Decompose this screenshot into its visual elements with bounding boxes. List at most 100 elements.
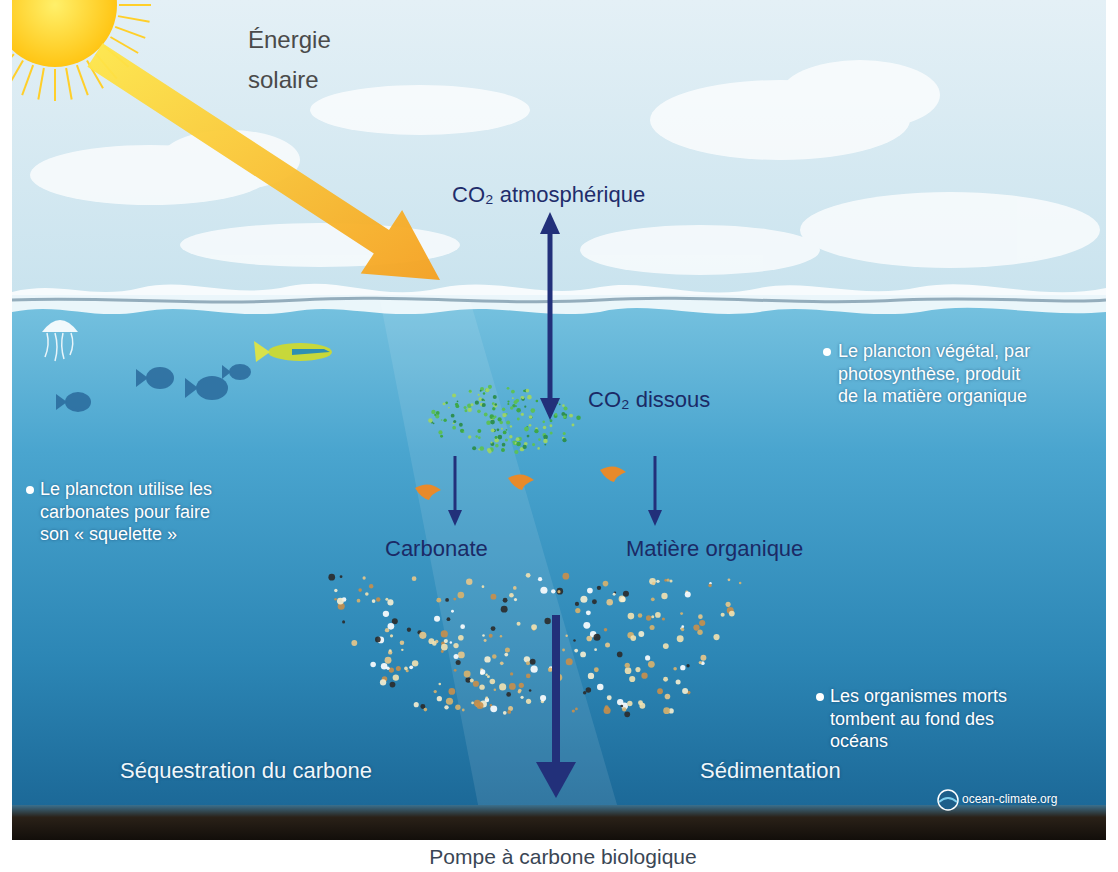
plankton-cell [464, 409, 467, 412]
particle [685, 591, 691, 597]
particle [376, 597, 381, 602]
plankton-cell [475, 435, 477, 437]
particle [617, 699, 623, 705]
particle [385, 657, 392, 664]
particle [700, 655, 706, 661]
plankton-cell [529, 415, 533, 419]
particle [651, 615, 654, 618]
plankton-cell [534, 429, 538, 433]
plankton-cell [488, 385, 492, 389]
jellyfish-tentacles [45, 333, 73, 361]
particle [392, 618, 398, 624]
particle [605, 705, 609, 709]
particle [487, 675, 490, 678]
plankton-cell [563, 415, 566, 418]
particle [412, 660, 418, 666]
particle [484, 639, 487, 642]
particle [597, 586, 601, 590]
phytoplankton [428, 385, 581, 454]
particle [663, 677, 668, 682]
particle [396, 666, 401, 671]
plankton-cell [517, 418, 520, 421]
particle [453, 643, 458, 648]
particle [620, 597, 625, 602]
plankton-cell [507, 403, 509, 405]
sun-ray [12, 54, 14, 79]
particle [557, 590, 560, 593]
particle [387, 599, 393, 605]
sun-ray [12, 60, 23, 88]
particle [586, 610, 591, 615]
particle [499, 683, 506, 690]
particle [652, 582, 655, 585]
particle [509, 593, 514, 598]
particle [573, 639, 576, 642]
plankton-cell [509, 435, 512, 438]
particle [454, 654, 459, 659]
plankton-cell [456, 404, 460, 408]
particle [575, 608, 580, 613]
jellyfish [42, 320, 78, 361]
particle [531, 624, 537, 630]
carbonate-arrow-shaft [454, 456, 457, 514]
particle [489, 634, 493, 638]
particle [388, 623, 395, 630]
plankton-cell [497, 428, 500, 431]
particle [603, 581, 609, 587]
particle [693, 624, 699, 630]
particle [575, 602, 579, 606]
particle [526, 699, 531, 704]
particle [530, 659, 536, 665]
plankton-cell [482, 403, 486, 407]
particle [456, 660, 461, 665]
particle [401, 649, 403, 651]
particle [445, 598, 449, 602]
zooplankton [415, 466, 626, 500]
particle [381, 663, 388, 670]
fish [136, 367, 174, 389]
sun-ray [54, 69, 56, 101]
particle [651, 597, 655, 601]
plankton-cell [512, 441, 514, 443]
particle [471, 702, 474, 705]
arrowhead [448, 510, 462, 526]
plankton-cell [554, 413, 557, 416]
particle [526, 674, 531, 679]
logo-wave [939, 798, 957, 802]
particle [503, 598, 508, 603]
particle [665, 694, 671, 700]
particle [375, 637, 381, 643]
plankton-cell [492, 407, 495, 410]
plankton-cell [484, 413, 488, 417]
particle [562, 573, 569, 580]
plankton-cell [516, 442, 521, 447]
particle [491, 626, 496, 631]
particle [482, 585, 485, 588]
particle [630, 635, 636, 641]
logo [938, 790, 958, 810]
particle [476, 702, 483, 709]
particle [491, 594, 497, 600]
particle [650, 625, 655, 630]
plankton-cell [501, 448, 505, 452]
particle [597, 684, 604, 691]
plankton-cell [464, 406, 467, 409]
particle [583, 691, 586, 694]
particle [649, 578, 656, 585]
plankton-cell [576, 415, 581, 420]
particle [393, 674, 399, 680]
particle [407, 628, 411, 632]
plankton-cell [514, 450, 518, 454]
plankton-cell [537, 447, 540, 450]
particle [500, 662, 504, 666]
plankton-cell [505, 438, 508, 441]
plankton-cell [459, 423, 463, 427]
particle [680, 612, 683, 615]
particle [698, 614, 703, 619]
particle [432, 641, 437, 646]
particle [458, 651, 465, 658]
plankton-cell [440, 435, 443, 438]
sun-ray [110, 37, 138, 53]
particle [451, 610, 454, 613]
plankton-cell [516, 408, 521, 413]
